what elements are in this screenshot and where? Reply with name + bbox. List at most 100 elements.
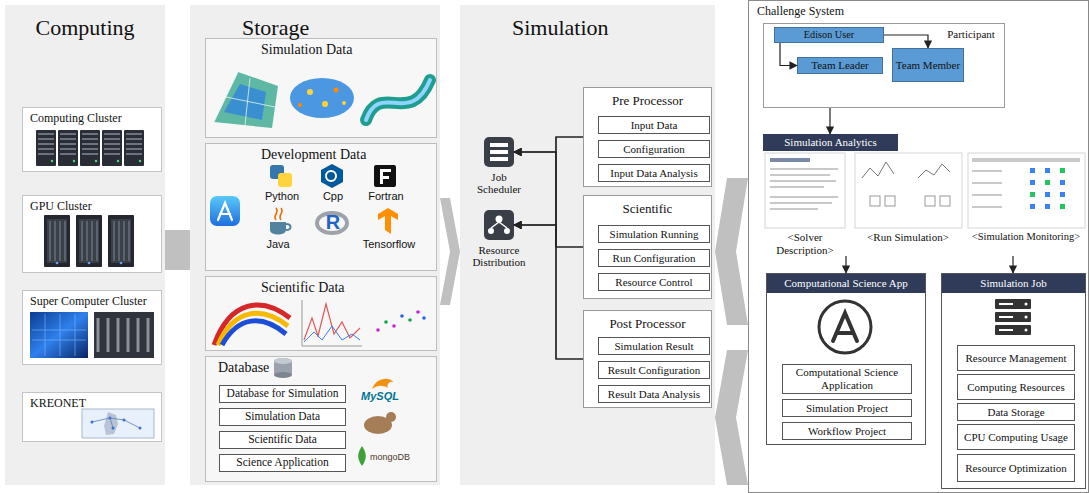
service-icon: Resource Distribution — [484, 210, 514, 240]
node-label: Result Data Analysis — [608, 388, 700, 401]
node-label: Post Processor — [584, 311, 711, 332]
node-label: Computing — [5, 5, 165, 40]
node-label: Simulation — [460, 5, 715, 40]
text-holder: Java — [256, 238, 300, 251]
connector-arrow — [829, 108, 830, 134]
column-item: Workflow Project — [782, 422, 912, 440]
process-item: Input Data Analysis — [598, 164, 710, 182]
screenshot-thumbnails — [765, 153, 1085, 228]
process-item: Resource Control — [598, 273, 710, 291]
participant-box: Participant Edison UserTeam Leader Team Me… — [763, 23, 1005, 108]
processor-box: Pre ProcessorInput DataConfigurationInpu… — [583, 87, 712, 187]
process-item: Configuration — [598, 140, 710, 158]
role-box: Edison User — [774, 27, 884, 43]
column-item: Data Storage — [957, 403, 1075, 421]
block-arrow — [165, 230, 190, 270]
cluster-box: Super Computer Cluster — [22, 290, 162, 365]
node-label: Data Storage — [984, 406, 1047, 419]
text-holder: MySQL — [350, 390, 410, 403]
node-label: Scientific Data — [206, 277, 436, 296]
column-item: Resource Management — [957, 345, 1075, 371]
panel: SimulationJob SchedulerResource Distribu… — [460, 5, 715, 485]
node-label: Database for Simulation — [227, 387, 339, 400]
connector-arrow — [514, 152, 583, 359]
server-icon — [995, 299, 1031, 335]
column-item: Computational Science Application — [782, 364, 912, 394]
connector-arrow — [1012, 256, 1013, 273]
node-label: Input Data — [631, 119, 678, 132]
text-holder: R — [321, 211, 345, 234]
node-label: Challenge System — [749, 1, 1088, 19]
caption-label: MySQL — [350, 390, 410, 403]
database-item: Scientific Data — [219, 431, 346, 449]
block-arrow — [715, 350, 748, 485]
node-label: Cpp — [311, 190, 355, 203]
node-label: Simulation Data — [206, 39, 436, 58]
node-label: Workflow Project — [805, 425, 889, 438]
panel: StorageSimulation DataDevelopment DataPy… — [190, 5, 440, 485]
connector-arrow — [884, 35, 928, 48]
process-item: Input Data — [598, 116, 710, 134]
node-label: Resource Control — [615, 276, 692, 289]
node-label: Java — [256, 238, 300, 251]
text-holder: Cpp — [311, 190, 355, 203]
node-label: KREONET — [23, 393, 161, 411]
connector-arrow — [514, 225, 583, 359]
text-holder: Python — [260, 190, 304, 203]
node-label: Simulation Result — [614, 340, 693, 353]
node-label: Team Member — [894, 59, 962, 72]
language-icons — [210, 164, 398, 235]
processor-box: ScientificSimulation RunningRun Configur… — [583, 195, 712, 299]
connector-arrow — [514, 137, 583, 152]
cluster-box: GPU Cluster — [22, 195, 162, 273]
node-label: CPU Computing Usage — [961, 431, 1071, 444]
storage-box: Simulation Data — [205, 38, 437, 138]
storage-box: DatabaseDatabase for SimulationSimulatio… — [205, 356, 437, 482]
node-label: Pre Processor — [584, 88, 711, 109]
node-label: Scientific — [584, 196, 711, 217]
cluster-box: Computing Cluster — [22, 107, 162, 172]
node-label: Computing Cluster — [23, 108, 161, 126]
process-item: Result Data Analysis — [598, 385, 710, 403]
node-label: Result Configuration — [608, 364, 701, 377]
server-racks — [36, 130, 144, 166]
node-label: GPU Cluster — [23, 196, 161, 214]
service-icon: Job Scheduler — [484, 137, 514, 167]
node-label: Team Leader — [809, 59, 871, 72]
storage-box: Scientific Data — [205, 276, 437, 351]
connector-arrow — [514, 225, 583, 247]
node-label: Simulation Analytics — [763, 134, 898, 151]
node-label: Simulation Project — [803, 402, 891, 415]
text-holder: Fortran — [362, 190, 410, 203]
process-item: Simulation Running — [598, 225, 710, 243]
node-label: Computational Science App — [767, 274, 925, 293]
simulation-renders — [214, 72, 430, 128]
text-holder: mongoDB — [367, 452, 413, 462]
connector-arrow — [845, 256, 846, 273]
column-panel: Simulation JobResource ManagementComputi… — [941, 273, 1086, 489]
database-logos — [274, 358, 396, 466]
network-map — [82, 409, 154, 438]
gpu-racks — [44, 215, 134, 267]
scientific-plots — [214, 300, 426, 346]
node-label: Resource Distribution — [466, 244, 532, 268]
node-label: Participant — [940, 28, 1002, 41]
cluster-box: KREONET — [22, 392, 162, 442]
process-item: Simulation Result — [598, 337, 710, 355]
connector-arrow — [780, 43, 797, 66]
node-label: Database — [206, 357, 436, 376]
node-label: Python — [260, 190, 304, 203]
text-holder: Job Scheduler — [470, 171, 528, 195]
text-holder: <Run Simulation> — [852, 231, 964, 244]
app-icon — [819, 301, 871, 353]
node-label: Job Scheduler — [470, 171, 528, 195]
supercomputer-photos — [30, 312, 154, 358]
column-panel: Computational Science AppComputational S… — [766, 273, 926, 445]
node-label: Development Data — [206, 144, 436, 163]
node-label: Computing Resources — [964, 381, 1067, 394]
process-item: Run Configuration — [598, 249, 710, 267]
database-item: Database for Simulation — [219, 385, 346, 403]
caption-label: <Run Simulation> — [852, 231, 964, 244]
